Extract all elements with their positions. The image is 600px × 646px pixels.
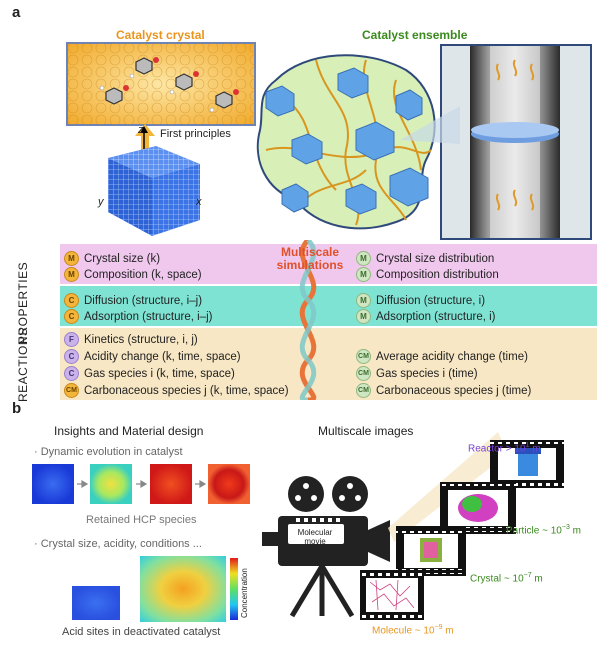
model-badge: CM	[64, 383, 79, 398]
scale-text: Crystal ~ 10	[470, 573, 524, 585]
acid-sites-label: Acid sites in deactivated catalyst	[62, 626, 221, 638]
row-text: Diffusion (structure, i–j)	[84, 294, 203, 307]
crystal-size-acidity-label: · Crystal size, acidity, conditions ...	[34, 538, 202, 550]
row-text: Gas species i (time)	[376, 367, 478, 380]
row-text: Adsorption (structure, i–j)	[84, 310, 213, 323]
model-badge: C	[64, 309, 79, 324]
model-badge: F	[64, 332, 79, 347]
panel-b-letter: b	[12, 400, 22, 417]
row-text: Carbonaceous species j (time)	[376, 384, 532, 397]
reactor-photo	[440, 44, 592, 240]
left-row-2: C Diffusion (structure, i–j)	[64, 293, 202, 308]
right-row-2: M Diffusion (structure, i)	[356, 293, 485, 308]
row-text: Average acidity change (time)	[376, 350, 528, 363]
right-row-0: M Crystal size distribution	[356, 251, 494, 266]
model-badge: CM	[356, 349, 371, 364]
scale-exp: −7	[523, 572, 532, 579]
scale-particle: Particle ~ 10−3 m	[506, 524, 581, 536]
row-text: Kinetics (structure, i, j)	[84, 333, 198, 346]
model-badge: M	[356, 309, 371, 324]
catalyst-crystal-title: Catalyst crystal	[116, 28, 205, 42]
row-text: Adsorption (structure, i)	[376, 310, 496, 323]
film-frames	[360, 440, 564, 620]
model-badge: M	[64, 267, 79, 282]
scale-unit: m	[442, 625, 454, 637]
right-row-5: CM Gas species i (time)	[356, 366, 478, 381]
first-principles-arrow	[135, 124, 155, 152]
model-badge: CM	[356, 383, 371, 398]
model-badge: C	[64, 293, 79, 308]
scale-text: Particle ~ 10	[506, 525, 562, 537]
crystal-structure-image	[66, 42, 256, 126]
model-badge: C	[64, 366, 79, 381]
scale-exp: −3	[561, 524, 570, 531]
retained-hcp-label: Retained HCP species	[86, 514, 197, 526]
movie-camera-icon	[262, 476, 390, 618]
axis-x-label: x	[196, 196, 202, 208]
zoom-connector	[400, 106, 460, 144]
left-row-0: M Crystal size (k)	[64, 251, 160, 266]
concentration-label: Concentration	[240, 568, 249, 618]
model-badge: CM	[356, 366, 371, 381]
band-properties	[60, 244, 597, 284]
right-row-1: M Composition distribution	[356, 267, 499, 282]
row-text: Composition (k, space)	[84, 268, 202, 281]
crystal-cube	[108, 126, 200, 236]
left-row-1: M Composition (k, space)	[64, 267, 202, 282]
model-badge: M	[356, 251, 371, 266]
catalyst-ensemble-blob	[256, 54, 436, 230]
row-text: Acidity change (k, time, space)	[84, 350, 241, 363]
acid-sites-maps	[72, 556, 238, 622]
right-row-4: CM Average acidity change (time)	[356, 349, 528, 364]
axis-y-label: y	[98, 196, 104, 208]
scale-exp: −9	[434, 624, 443, 631]
insights-title: Insights and Material design	[54, 424, 204, 438]
scale-unit: m	[569, 525, 581, 537]
row-text: Gas species i (k, time, space)	[84, 367, 235, 380]
catalyst-ensemble-title: Catalyst ensemble	[362, 28, 468, 42]
right-row-6: CM Carbonaceous species j (time)	[356, 383, 531, 398]
scale-crystal: Crystal ~ 10−7 m	[470, 572, 543, 584]
first-principles-label: First principles	[160, 128, 231, 140]
scale-unit: m	[531, 573, 543, 585]
model-badge: M	[356, 267, 371, 282]
multiscale-simulations-label: Multiscale simulations	[276, 245, 344, 272]
scale-text: Reactor > 10	[468, 443, 526, 455]
multiscale-images-title: Multiscale images	[318, 424, 414, 438]
row-text: Composition distribution	[376, 268, 499, 281]
left-row-3: C Adsorption (structure, i–j)	[64, 309, 212, 324]
model-badge: M	[64, 251, 79, 266]
left-row-7: CM Carbonaceous species j (k, time, space…	[64, 383, 289, 398]
evolution-squares	[32, 464, 250, 504]
axis-z-label: z	[138, 124, 144, 136]
model-badge: C	[64, 349, 79, 364]
row-text: Crystal size (k)	[84, 252, 161, 265]
panel-a-letter: a	[12, 4, 21, 21]
scale-exp: 1	[525, 442, 530, 449]
row-text: Diffusion (structure, i)	[376, 294, 486, 307]
row-text: Crystal size distribution	[376, 252, 495, 265]
left-row-4: F Kinetics (structure, i, j)	[64, 332, 198, 347]
left-row-5: C Acidity change (k, time, space)	[64, 349, 241, 364]
scale-unit: m	[529, 443, 541, 455]
multiscale-helix	[299, 240, 317, 400]
row-text: Carbonaceous species j (k, time, space)	[84, 384, 289, 397]
molecular-movie-label: Molecular movie	[297, 528, 333, 546]
reactions-label: REACTIONS	[16, 327, 30, 402]
scale-reactor: Reactor > 101 m	[468, 442, 541, 454]
model-badge: M	[356, 293, 371, 308]
dynamic-evolution-label: · Dynamic evolution in catalyst	[34, 446, 183, 458]
scale-text: Molecule ~ 10	[372, 625, 435, 637]
band-reactions	[60, 328, 597, 400]
left-row-6: C Gas species i (k, time, space)	[64, 366, 235, 381]
band-transport	[60, 286, 597, 326]
right-row-3: M Adsorption (structure, i)	[356, 309, 496, 324]
scale-molecule: Molecule ~ 10−9 m	[372, 624, 454, 636]
